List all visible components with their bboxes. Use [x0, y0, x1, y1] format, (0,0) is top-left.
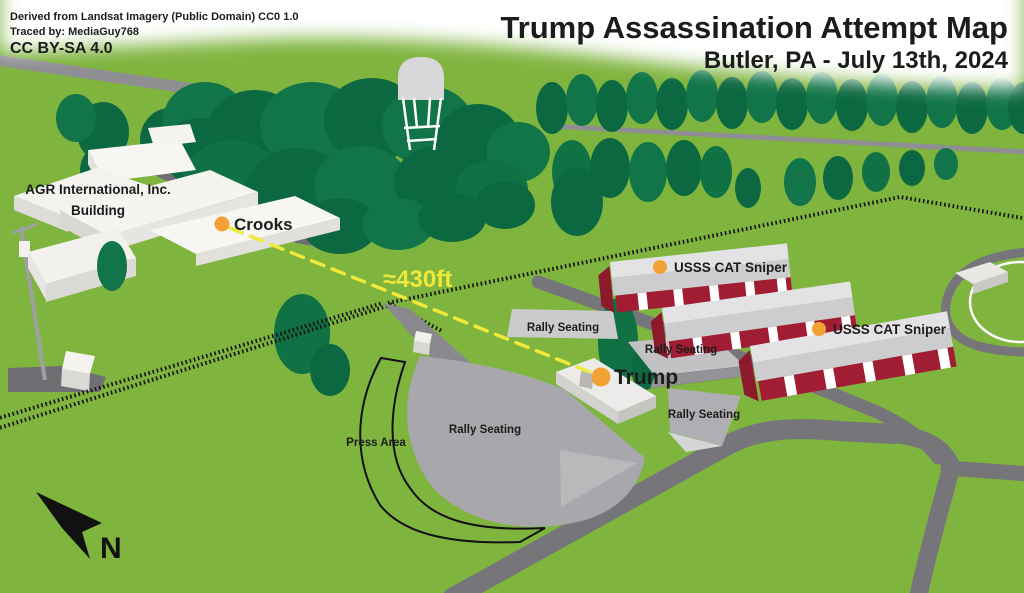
tree-row-second [552, 138, 958, 208]
crooks-label: Crooks [234, 215, 293, 234]
trump-marker: Trump [591, 366, 678, 389]
north-arrow: N [36, 492, 122, 565]
attribution-line3: CC BY-SA 4.0 [10, 40, 113, 57]
area-labels: Rally Seating Rally Seating Rally Seatin… [25, 182, 740, 449]
tree-row-top-right [536, 70, 1024, 134]
map-title: Trump Assassination Attempt Map [500, 10, 1008, 45]
agr-building-label-line1: AGR International, Inc. [25, 182, 171, 197]
rally-seating-label-2: Rally Seating [645, 344, 717, 356]
oval-track [968, 260, 1024, 344]
attribution-line1: Derived from Landsat Imagery (Public Dom… [10, 11, 299, 23]
rally-seating-label-1: Rally Seating [527, 322, 599, 334]
side-seating-triangle [560, 450, 637, 507]
rally-seating-label-3: Rally Seating [449, 424, 521, 436]
north-label: N [100, 532, 122, 565]
usss-sniper-label-2: USSS CAT Sniper [833, 322, 947, 337]
small-shed [61, 351, 95, 391]
barn-3 [738, 311, 957, 402]
distance-label: ≈430ft [383, 266, 452, 293]
rally-seating-block-1 [507, 309, 618, 339]
usss-sniper-label-1: USSS CAT Sniper [674, 260, 788, 275]
title-block: Trump Assassination Attempt Map Butler, … [500, 10, 1008, 74]
gate-booth [413, 331, 432, 355]
rally-seating-label-4: Rally Seating [668, 409, 740, 421]
press-area-label: Press Area [346, 437, 406, 449]
map-subtitle: Butler, PA - July 13th, 2024 [704, 47, 1009, 74]
trajectory-line [228, 226, 594, 375]
loop-building [955, 262, 1008, 294]
barn-2 [650, 281, 858, 359]
usss-sniper-marker-1: USSS CAT Sniper [653, 260, 788, 275]
attribution-line2: Traced by: MediaGuy768 [10, 26, 139, 38]
title-fade [0, 0, 1024, 88]
agr-building-label-line2: Building [71, 203, 125, 218]
attribution-block: Derived from Landsat Imagery (Public Dom… [10, 11, 299, 57]
usss-sniper-marker-2: USSS CAT Sniper [812, 322, 947, 337]
water-tower [398, 57, 444, 151]
utility-pole [11, 222, 47, 381]
rally-seating-block-3 [668, 388, 741, 452]
trump-label: Trump [614, 366, 678, 389]
press-area-outline [359, 356, 546, 544]
scattered-trees [97, 168, 659, 396]
crooks-marker: Crooks [214, 215, 293, 234]
